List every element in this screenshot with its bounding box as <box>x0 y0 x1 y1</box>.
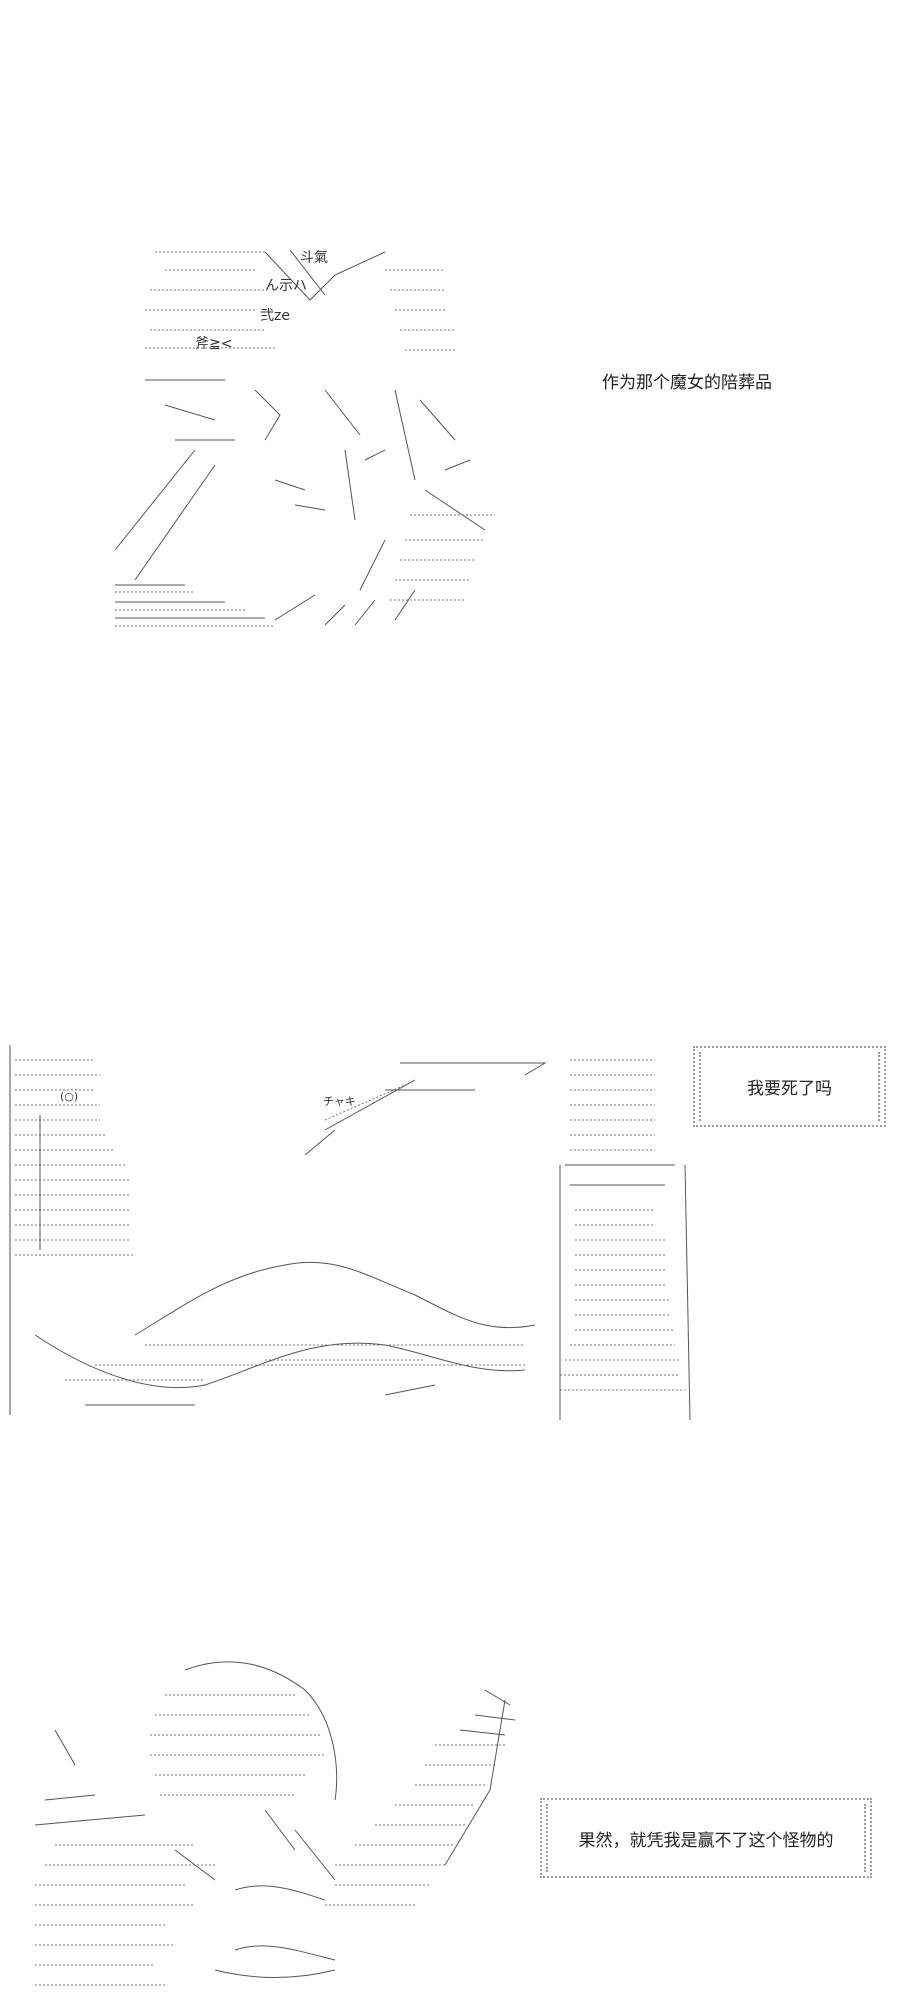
art-text-3: 弐ze <box>260 308 290 324</box>
right-figure-shape <box>559 1059 691 1421</box>
panel-3-caption: 果然，就凭我是赢不了这个怪物的 <box>578 1830 834 1851</box>
panel-2-caption: 我要死了吗 <box>747 1079 832 1099</box>
figure-body-lines <box>115 449 495 627</box>
sfx-chaki: チャキ <box>323 1095 356 1108</box>
panel-3-art-drawing <box>35 1661 516 1986</box>
panel-1-art-drawing: 斗氣 ん示ハ 弐ze 斧≧< <box>115 249 495 627</box>
panel-2-art-drawing: チャキ (○) <box>9 1045 691 1421</box>
art-text-4: 斧≧< <box>195 336 232 352</box>
panel-1-ascii-art: 斗氣 ん示ハ 弐ze 斧≧< <box>115 240 555 630</box>
monster-arm-shape <box>325 1689 516 1906</box>
panel-2-caption-box-inner: 我要死了吗 <box>699 1052 880 1121</box>
panel-3-caption-box-inner: 果然，就凭我是赢不了这个怪物的 <box>546 1804 866 1872</box>
panel-3-ascii-art <box>35 1650 555 2000</box>
sword-shape <box>304 1062 547 1156</box>
eye-mark: (○) <box>60 1090 78 1103</box>
panel-2-ascii-art: チャキ (○) <box>5 1035 695 1425</box>
panel-3-caption-box: 果然，就凭我是赢不了这个怪物的 <box>540 1798 872 1878</box>
outstretched-arms-shape <box>34 1261 536 1406</box>
left-figure-shape <box>9 1045 135 1415</box>
panel-1-caption: 作为那个魔女的陪葬品 <box>602 373 772 393</box>
monster-head-shape <box>150 1661 338 1801</box>
figure-head-shape <box>145 249 486 531</box>
art-text-1: 斗氣 <box>300 250 328 266</box>
monster-body-shape <box>35 1729 336 1986</box>
panel-2-caption-box: 我要死了吗 <box>693 1046 886 1127</box>
art-text-2: ん示ハ <box>265 278 307 294</box>
